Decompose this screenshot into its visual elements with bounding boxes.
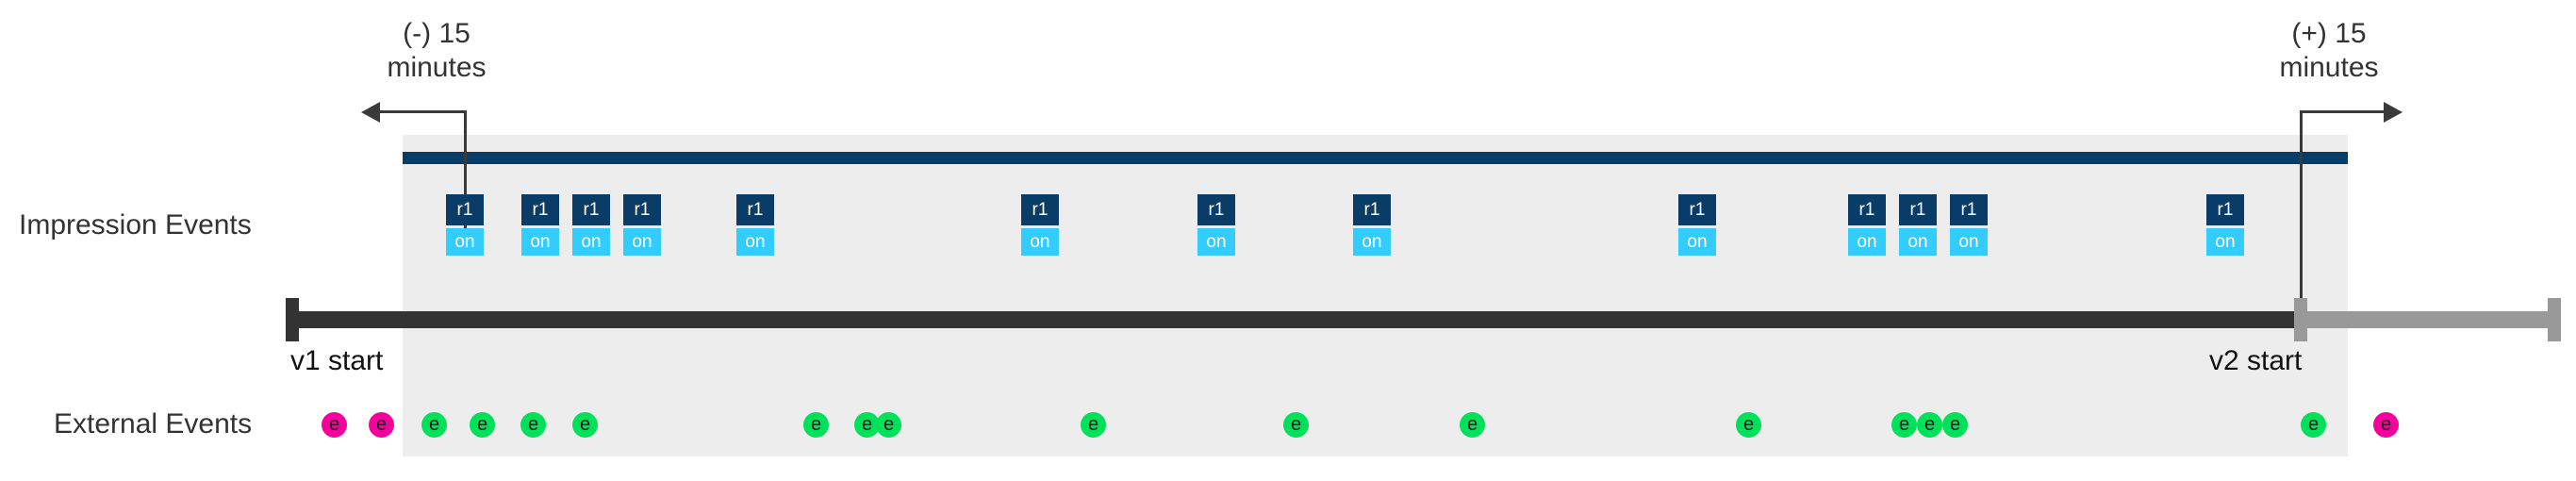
impression-badge-on: on bbox=[623, 228, 661, 256]
callout-left-vertical-line bbox=[464, 110, 467, 250]
impression-badge-r1: r1 bbox=[1950, 194, 1988, 225]
timeline-v1-start-cap bbox=[286, 298, 299, 341]
external-event-dot-pink: e bbox=[2373, 412, 2399, 438]
shaded-window-band bbox=[403, 135, 2348, 456]
external-event-dot-green: e bbox=[520, 412, 546, 438]
external-event-dot-green: e bbox=[1891, 412, 1917, 438]
impression-badge-r1: r1 bbox=[1899, 194, 1937, 225]
external-event-dot-green: e bbox=[421, 412, 447, 438]
timeline-v2-start-cap bbox=[2294, 298, 2307, 341]
external-event-dot-green: e bbox=[1736, 412, 1761, 438]
impression-badge-on: on bbox=[1021, 228, 1059, 256]
external-event-dot-pink: e bbox=[322, 412, 347, 438]
timeline-v2-bar bbox=[2294, 311, 2561, 328]
external-event-dot-green: e bbox=[470, 412, 495, 438]
external-event-dot-green: e bbox=[1283, 412, 1309, 438]
impression-badge-on: on bbox=[1678, 228, 1716, 256]
callout-right-line1: (+) 15 bbox=[2291, 18, 2367, 49]
impression-badge-on: on bbox=[1950, 228, 1988, 256]
impression-badge-on: on bbox=[736, 228, 774, 256]
impression-badge-r1: r1 bbox=[736, 194, 774, 225]
external-event-dot-green: e bbox=[854, 412, 880, 438]
external-event-dot-green: e bbox=[1917, 412, 1942, 438]
impression-badge-on: on bbox=[446, 228, 484, 256]
impression-badge-r1: r1 bbox=[623, 194, 661, 225]
callout-left-arrow-line bbox=[380, 110, 465, 113]
timeline-end-cap bbox=[2548, 298, 2561, 341]
external-event-dot-green: e bbox=[1460, 412, 1485, 438]
impression-badge-on: on bbox=[2206, 228, 2244, 256]
callout-right-line2: minutes bbox=[2279, 52, 2379, 83]
external-event-dot-green: e bbox=[1081, 412, 1106, 438]
callout-left-line1: (-) 15 bbox=[403, 18, 471, 49]
timeline-v1-start-label: v1 start bbox=[290, 345, 384, 376]
impression-badge-r1: r1 bbox=[446, 194, 484, 225]
impression-window-bar bbox=[403, 152, 2348, 164]
external-event-dot-green: e bbox=[803, 412, 829, 438]
arrow-left-icon bbox=[361, 102, 380, 123]
external-event-dot-green: e bbox=[1942, 412, 1968, 438]
impression-badge-r1: r1 bbox=[1678, 194, 1716, 225]
impression-badge-on: on bbox=[572, 228, 610, 256]
impression-badge-r1: r1 bbox=[1021, 194, 1059, 225]
external-event-dot-pink: e bbox=[369, 412, 394, 438]
timeline-v2-start-label: v2 start bbox=[2209, 345, 2303, 376]
impression-badge-r1: r1 bbox=[1197, 194, 1235, 225]
arrow-right-icon bbox=[2384, 102, 2403, 123]
external-event-dot-green: e bbox=[876, 412, 901, 438]
impression-badge-on: on bbox=[521, 228, 559, 256]
callout-minus-15-minutes: (-) 15 minutes bbox=[342, 17, 531, 85]
callout-right-vertical-line bbox=[2300, 110, 2303, 313]
impression-badge-on: on bbox=[1353, 228, 1391, 256]
impression-badge-on: on bbox=[1899, 228, 1937, 256]
external-event-dot-green: e bbox=[572, 412, 598, 438]
callout-left-line2: minutes bbox=[387, 52, 487, 83]
timeline-v1-bar bbox=[286, 311, 2301, 328]
external-event-dot-green: e bbox=[2301, 412, 2326, 438]
impression-badge-on: on bbox=[1848, 228, 1886, 256]
impression-badge-r1: r1 bbox=[2206, 194, 2244, 225]
impression-badge-r1: r1 bbox=[1848, 194, 1886, 225]
impression-badge-r1: r1 bbox=[521, 194, 559, 225]
impression-badge-on: on bbox=[1197, 228, 1235, 256]
impression-badge-r1: r1 bbox=[572, 194, 610, 225]
row-label-external-events: External Events bbox=[54, 408, 253, 440]
impression-badge-r1: r1 bbox=[1353, 194, 1391, 225]
callout-plus-15-minutes: (+) 15 minutes bbox=[2235, 17, 2423, 85]
row-label-impression-events: Impression Events bbox=[19, 209, 252, 240]
callout-right-arrow-line bbox=[2301, 110, 2386, 113]
